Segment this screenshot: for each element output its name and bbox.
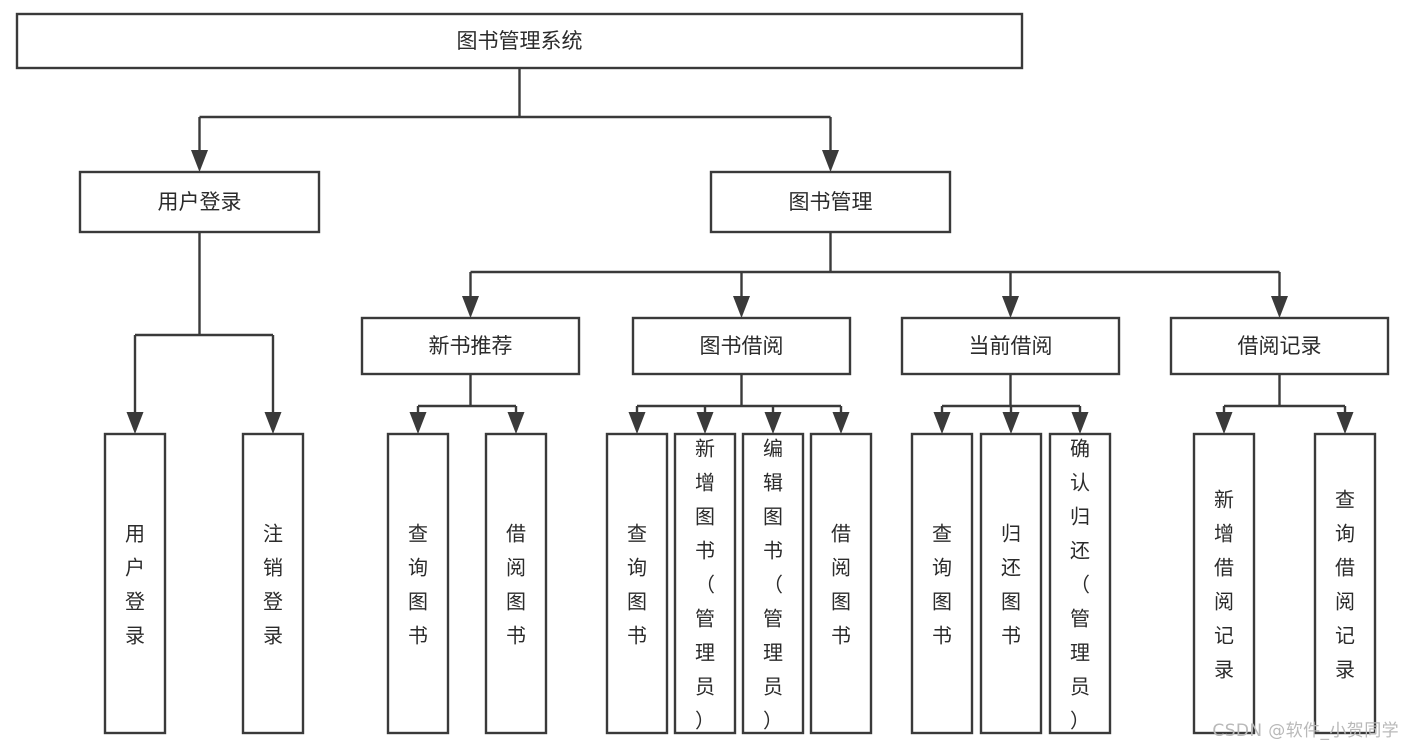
node-label: 查询图书 — [932, 521, 952, 647]
diagram-node-leaf-add-book[interactable]: 新增图书（管理员） — [673, 432, 737, 735]
node-box[interactable] — [673, 432, 737, 735]
connector-arrowhead — [1002, 412, 1020, 434]
diagram-node-new-book-rec[interactable]: 新书推荐 — [360, 316, 581, 376]
connector-arrowhead — [264, 412, 282, 434]
node-label: 新书推荐 — [429, 334, 513, 358]
connector-arrowhead — [933, 412, 951, 434]
connector-arrowhead — [462, 296, 479, 318]
diagram-node-leaf-query-record[interactable]: 查询借阅记录 — [1313, 432, 1377, 735]
connector-arrowhead — [628, 412, 646, 434]
connector-arrowhead — [1071, 412, 1089, 434]
diagram-node-leaf-edit-book[interactable]: 编辑图书（管理员） — [741, 432, 805, 735]
connector-arrowhead — [507, 412, 525, 434]
node-box[interactable] — [1313, 432, 1377, 735]
node-label: 查询图书 — [627, 521, 647, 647]
node-label: 注销登录 — [263, 521, 283, 647]
node-box[interactable] — [910, 432, 974, 735]
node-box[interactable] — [709, 170, 952, 234]
connector-arrowhead — [1336, 412, 1354, 434]
node-label: 确认归还（管理员） — [1070, 436, 1090, 732]
connector-arrowhead — [409, 412, 427, 434]
diagram-node-root[interactable]: 图书管理系统 — [15, 12, 1024, 70]
node-box[interactable] — [809, 432, 873, 735]
nodes-layer: 图书管理系统用户登录图书管理新书推荐图书借阅当前借阅借阅记录用户登录注销登录查询… — [15, 12, 1390, 735]
diagram-node-leaf-return-book[interactable]: 归还图书 — [979, 432, 1043, 735]
node-box[interactable] — [386, 432, 450, 735]
node-label: 借阅记录 — [1238, 334, 1322, 358]
node-label: 查询图书 — [408, 521, 428, 647]
connector-arrowhead — [696, 412, 714, 434]
node-label: 用户登录 — [158, 190, 242, 214]
node-box[interactable] — [78, 170, 321, 234]
diagram-node-leaf-logout[interactable]: 注销登录 — [241, 432, 305, 735]
diagram-node-leaf-add-record[interactable]: 新增借阅记录 — [1192, 432, 1256, 735]
diagram-node-leaf-confirm-return[interactable]: 确认归还（管理员） — [1048, 432, 1112, 735]
node-label: 图书借阅 — [700, 334, 784, 358]
diagram-node-leaf-borrow-book-1[interactable]: 借阅图书 — [484, 432, 548, 735]
node-box[interactable] — [241, 432, 305, 735]
connector-arrowhead — [764, 412, 782, 434]
node-label: 归还图书 — [1001, 521, 1021, 647]
node-box[interactable] — [1048, 432, 1112, 735]
node-label: 新增借阅记录 — [1214, 487, 1234, 681]
node-label: 当前借阅 — [969, 334, 1053, 358]
connector-arrowhead — [191, 150, 208, 172]
connector-arrowhead — [126, 412, 144, 434]
node-box[interactable] — [1192, 432, 1256, 735]
node-box[interactable] — [979, 432, 1043, 735]
diagram-node-leaf-user-login[interactable]: 用户登录 — [103, 432, 167, 735]
connector-arrowhead — [1215, 412, 1233, 434]
diagram-node-user-login[interactable]: 用户登录 — [78, 170, 321, 234]
node-box[interactable] — [103, 432, 167, 735]
node-label: 查询借阅记录 — [1335, 487, 1355, 681]
diagram-node-book-borrow[interactable]: 图书借阅 — [631, 316, 852, 376]
diagram-node-leaf-borrow-book-2[interactable]: 借阅图书 — [809, 432, 873, 735]
node-box[interactable] — [741, 432, 805, 735]
diagram-node-leaf-query-book-1[interactable]: 查询图书 — [386, 432, 450, 735]
connectors-layer — [126, 68, 1354, 434]
node-box[interactable] — [484, 432, 548, 735]
node-label: 用户登录 — [125, 521, 145, 647]
node-label: 新增图书（管理员） — [695, 436, 715, 732]
node-label: 借阅图书 — [506, 521, 526, 647]
connector-arrowhead — [733, 296, 750, 318]
connector-arrowhead — [832, 412, 850, 434]
node-label: 编辑图书（管理员） — [763, 436, 783, 732]
node-box[interactable] — [1169, 316, 1390, 376]
connector-arrowhead — [1002, 296, 1019, 318]
diagram-node-leaf-query-book-3[interactable]: 查询图书 — [910, 432, 974, 735]
diagram-node-book-manage[interactable]: 图书管理 — [709, 170, 952, 234]
node-label: 图书管理 — [789, 190, 873, 214]
node-box[interactable] — [631, 316, 852, 376]
node-box[interactable] — [360, 316, 581, 376]
node-box[interactable] — [605, 432, 669, 735]
diagram-node-leaf-query-book-2[interactable]: 查询图书 — [605, 432, 669, 735]
node-label: 图书管理系统 — [457, 29, 583, 53]
diagram-node-current-borrow[interactable]: 当前借阅 — [900, 316, 1121, 376]
node-box[interactable] — [900, 316, 1121, 376]
diagram-node-borrow-record[interactable]: 借阅记录 — [1169, 316, 1390, 376]
connector-arrowhead — [822, 150, 839, 172]
connector-arrowhead — [1271, 296, 1288, 318]
node-label: 借阅图书 — [831, 521, 851, 647]
node-box[interactable] — [15, 12, 1024, 70]
